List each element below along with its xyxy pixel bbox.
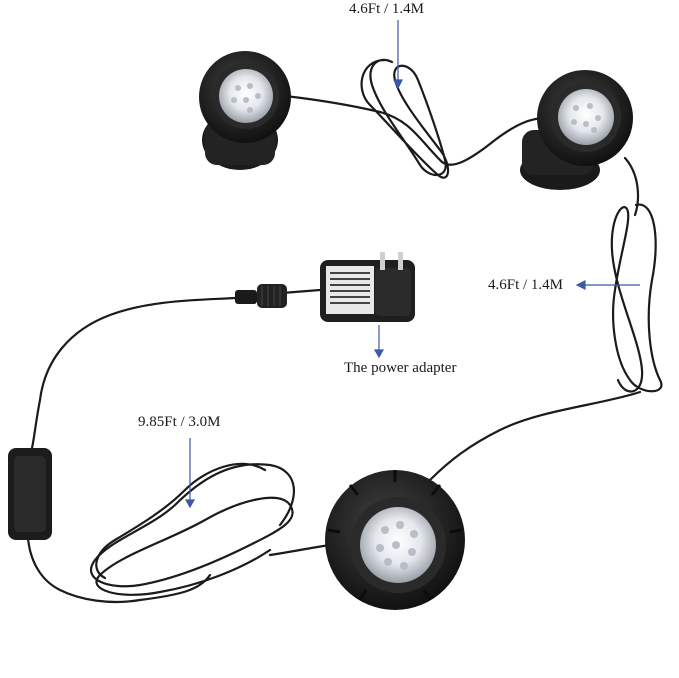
cable-coil-right bbox=[610, 203, 663, 393]
main-cable-length-label: 9.85Ft / 3.0M bbox=[138, 414, 221, 430]
cable-right-to-lamp3 bbox=[428, 390, 642, 482]
cable-switch-down bbox=[26, 536, 212, 604]
spotlight-2 bbox=[520, 70, 633, 190]
cable-length-label-right: 4.6Ft / 1.4M bbox=[488, 277, 564, 293]
cables bbox=[26, 58, 663, 604]
spotlight-3 bbox=[325, 470, 465, 610]
cable-lamp3-left bbox=[268, 543, 332, 557]
power-adapter-label: The power adapter bbox=[344, 360, 457, 376]
led-icon bbox=[219, 69, 273, 123]
pointers bbox=[184, 20, 640, 509]
cable-adapter-to-switch bbox=[30, 296, 237, 450]
inline-controller bbox=[8, 448, 52, 540]
cable-lamp1-to-lamp2 bbox=[283, 94, 547, 166]
cable-coil-main-2 bbox=[95, 462, 267, 580]
cable-length-label-top: 4.6Ft / 1.4M bbox=[349, 1, 425, 17]
spotlight-1 bbox=[199, 51, 291, 170]
cable-adapter-plug bbox=[280, 288, 322, 295]
cable-lamp2-down bbox=[623, 156, 640, 217]
power-adapter bbox=[235, 252, 415, 322]
cable-coil-main bbox=[89, 463, 295, 596]
plug-prong-icon bbox=[380, 252, 385, 270]
led-icon bbox=[558, 89, 614, 145]
plug-prong-icon bbox=[398, 252, 403, 270]
cable-coil-top bbox=[360, 58, 450, 179]
